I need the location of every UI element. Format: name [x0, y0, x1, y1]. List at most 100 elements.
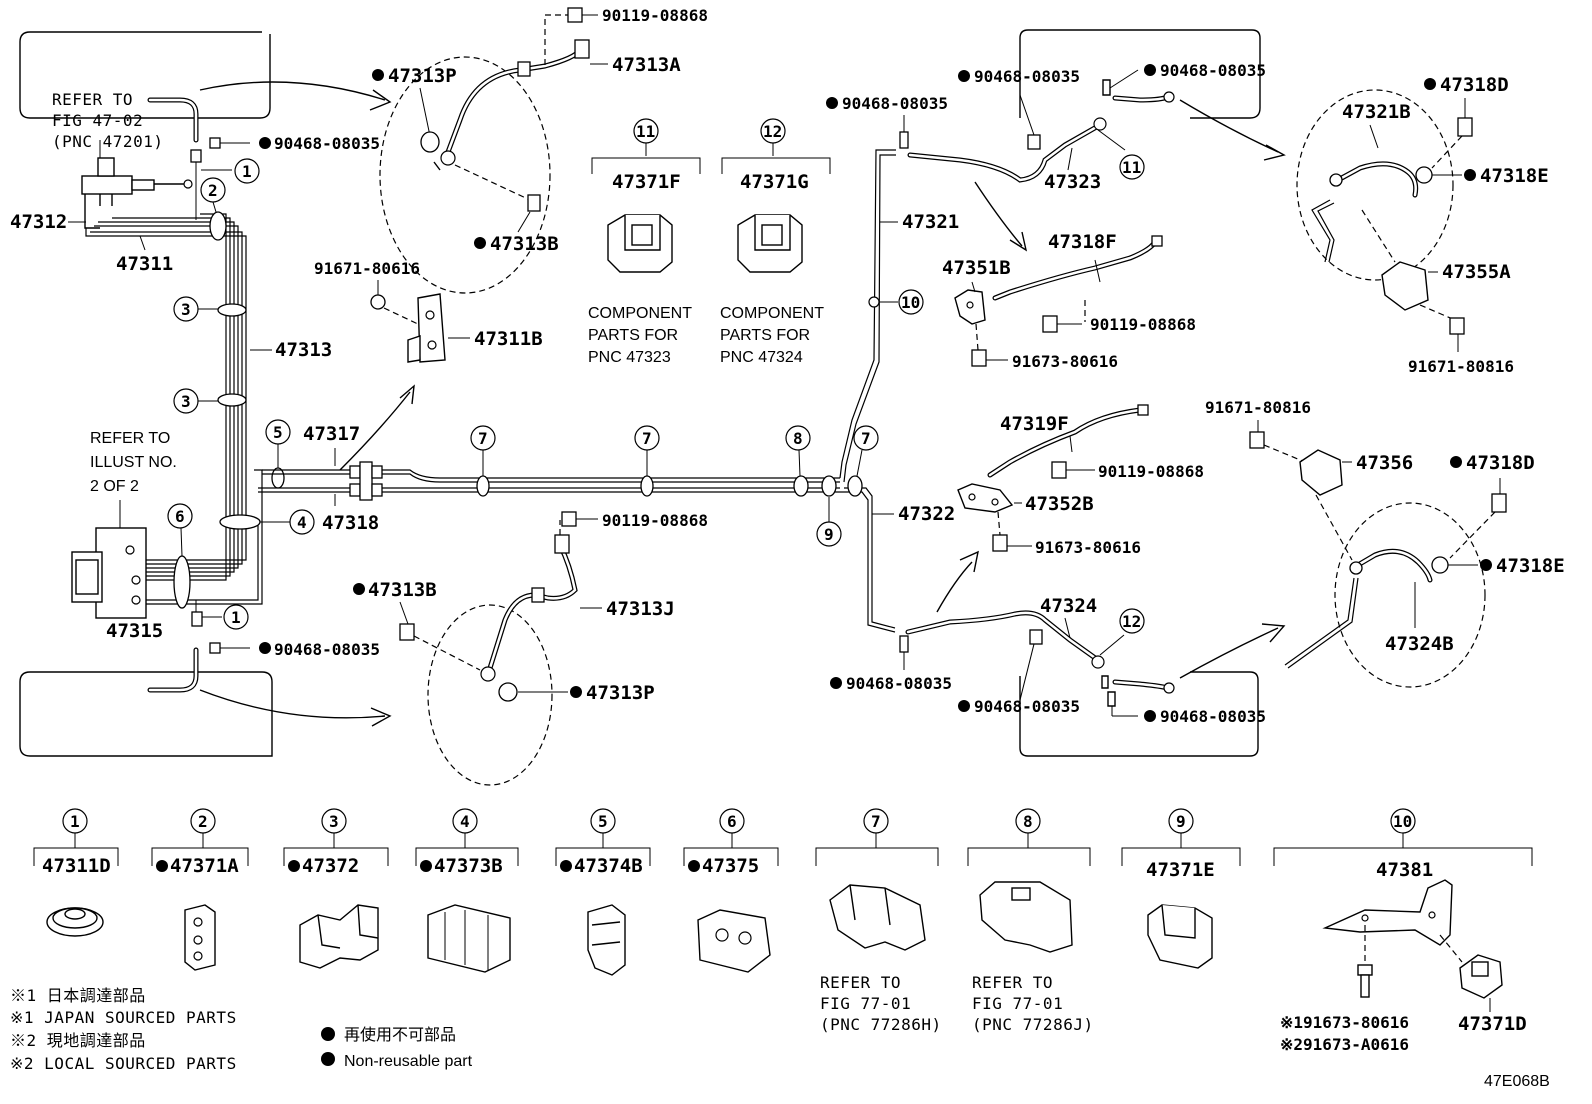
- label-47356: 47356: [1356, 452, 1413, 474]
- svg-text:9: 9: [824, 525, 834, 544]
- svg-text:11: 11: [636, 122, 655, 141]
- svg-text:6: 6: [175, 507, 185, 526]
- bracket-47352B: [957, 483, 1014, 513]
- non-reusable-bullet: [321, 1027, 335, 1041]
- label-47313A: 47313A: [612, 54, 681, 76]
- svg-text:2: 2: [208, 181, 218, 200]
- svg-text:PARTS FOR: PARTS FOR: [720, 327, 810, 344]
- label-47318: 47318: [322, 512, 379, 534]
- label-91671-80816-r1: 91671-80816: [1408, 357, 1514, 376]
- label-91673-80616-r1: 91673-80616: [1012, 352, 1118, 371]
- label-90468-08035-tr1: 90468-08035: [842, 94, 948, 113]
- arrow-top-left: [199, 81, 386, 101]
- legend-label-47372: 47372: [302, 855, 359, 877]
- svg-text:COMPONENT: COMPONENT: [588, 305, 692, 322]
- svg-text:FIG 77-01: FIG 77-01: [972, 994, 1063, 1013]
- svg-text:2 OF 2: 2 OF 2: [90, 478, 139, 495]
- detail-circle-47313J: [427, 604, 553, 786]
- label-90119-08868-top: 90119-08868: [602, 6, 708, 25]
- svg-text:5: 5: [273, 423, 283, 442]
- svg-text:8: 8: [1023, 812, 1033, 831]
- label-90119-08868-r2: 90119-08868: [1098, 462, 1204, 481]
- clip-47371E: [1147, 904, 1213, 969]
- svg-text:REFER TO: REFER TO: [972, 973, 1053, 992]
- detail-circle-47324B: [1334, 502, 1486, 688]
- label-47355A: 47355A: [1442, 261, 1511, 283]
- label-47318F: 47318F: [1048, 231, 1117, 253]
- svg-text:1: 1: [231, 608, 241, 627]
- label-47371F: 47371F: [612, 171, 681, 193]
- clamp-47374B: [587, 904, 626, 976]
- label-47324: 47324: [1040, 595, 1097, 617]
- bracket-47381: [1322, 879, 1453, 946]
- refer-fig-text-3: (PNC 47201): [52, 132, 163, 151]
- label-47318E-top: 47318E: [1480, 165, 1549, 187]
- reference-box-top: [19, 31, 271, 119]
- label-47352B: 47352B: [1025, 493, 1094, 515]
- legend-label-47311D: 47311D: [42, 855, 111, 877]
- label-47324B: 47324B: [1385, 633, 1454, 655]
- clip-47371G: [737, 214, 803, 273]
- long-brake-pipes: [382, 149, 896, 633]
- clamp-ref-77286H: [829, 884, 926, 951]
- clamp-47375: [697, 909, 771, 973]
- label-47319F: 47319F: [1000, 413, 1069, 435]
- svg-text:12: 12: [1122, 612, 1141, 631]
- clamp-ref-77286J: [979, 881, 1073, 953]
- svg-text:12: 12: [763, 122, 782, 141]
- label-91671-80816-r2: 91671-80816: [1205, 398, 1311, 417]
- diagram-id: 47E068B: [1484, 1073, 1550, 1090]
- reference-box-bottom-right: [1019, 671, 1259, 757]
- label-90468-08035-tl: 90468-08035: [274, 134, 380, 153]
- legend-label-47374B: 47374B: [574, 855, 643, 877]
- legend-label-47373B: 47373B: [434, 855, 503, 877]
- label-47318E-bot: 47318E: [1496, 555, 1565, 577]
- bracket-47311B: [407, 293, 446, 363]
- legend-label-47375: 47375: [702, 855, 759, 877]
- clamp-47372: [299, 904, 379, 969]
- label-90468-08035-br1: 90468-08035: [846, 674, 952, 693]
- svg-text:4: 4: [297, 513, 307, 532]
- label-47322: 47322: [898, 503, 955, 525]
- label-90119-08868-r1: 90119-08868: [1090, 315, 1196, 334]
- label-47313P-top: 47313P: [388, 65, 457, 87]
- label-47371G: 47371G: [740, 171, 809, 193]
- svg-text:COMPONENT: COMPONENT: [720, 305, 824, 322]
- svg-text:7: 7: [642, 429, 652, 448]
- svg-text:FIG 77-01: FIG 77-01: [820, 994, 911, 1013]
- label-47312: 47312: [10, 211, 67, 233]
- label-47317: 47317: [303, 423, 360, 445]
- reference-box-bottom: [19, 671, 273, 757]
- svg-text:ILLUST NO.: ILLUST NO.: [90, 454, 177, 471]
- svg-text:10: 10: [1393, 812, 1412, 831]
- svg-text:11: 11: [1122, 158, 1141, 177]
- label-90468-08035-tr3: 90468-08035: [1160, 61, 1266, 80]
- clamp-47371A: [184, 904, 216, 971]
- legend-label-47371E: 47371E: [1146, 859, 1215, 881]
- grommet-47311D: [46, 907, 104, 937]
- label-90119-08868-mid: 90119-08868: [602, 511, 708, 530]
- label-47313B-bot: 47313B: [368, 579, 437, 601]
- label-47311B: 47311B: [474, 328, 543, 350]
- non-reusable-jp: 再使用不可部品: [344, 1026, 456, 1044]
- bolt-91673: [1357, 964, 1373, 998]
- bracket-47351B: [954, 289, 986, 325]
- callout-1-top: [234, 158, 260, 184]
- label-90468-08035-tr2: 90468-08035: [974, 67, 1080, 86]
- label-47323: 47323: [1044, 171, 1101, 193]
- label-47351B: 47351B: [942, 257, 1011, 279]
- footnote-4: ※2 LOCAL SOURCED PARTS: [10, 1054, 237, 1073]
- label-90468-08035-br3: 90468-08035: [1160, 707, 1266, 726]
- detail-circle-47321B: [1296, 89, 1454, 281]
- footnote-1: ※1 日本調達部品: [10, 986, 146, 1005]
- label-47313J: 47313J: [606, 598, 675, 620]
- svg-text:PNC 47323: PNC 47323: [588, 349, 671, 366]
- label-91671-80616: 91671-80616: [314, 259, 420, 278]
- legend-label-47371D: 47371D: [1458, 1013, 1527, 1035]
- svg-text:PNC 47324: PNC 47324: [720, 349, 803, 366]
- legend-label-91673-80616: ※191673-80616: [1280, 1013, 1409, 1032]
- bracket-47356: [1299, 449, 1343, 496]
- refer-fig-text-2: FIG 47-02: [52, 111, 143, 130]
- svg-text:2: 2: [198, 812, 208, 831]
- refer-fig-text-1: REFER TO: [52, 90, 133, 109]
